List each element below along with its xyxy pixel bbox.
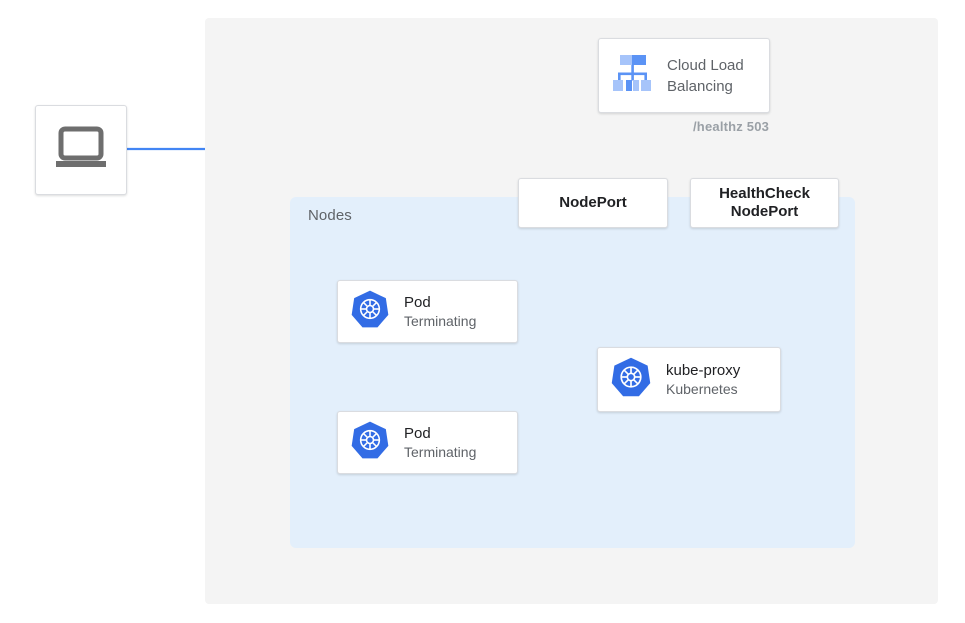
healthcheck-nodeport-box[interactable]: HealthCheck NodePort	[690, 178, 839, 228]
kube-proxy-title: kube-proxy	[666, 361, 741, 379]
client-node[interactable]	[35, 105, 127, 195]
nodeport-box[interactable]: NodePort	[518, 178, 668, 228]
nodeport-label: NodePort	[559, 194, 627, 211]
nodes-panel-label: Nodes	[308, 207, 352, 224]
kubernetes-icon	[350, 420, 390, 465]
pod-text: Pod Terminating	[404, 424, 476, 462]
kube-proxy-text: kube-proxy Kubernetes	[666, 361, 740, 399]
kubernetes-icon	[350, 289, 390, 334]
cloud-load-balancing-icon	[611, 53, 655, 98]
pod-title: Pod	[404, 293, 431, 311]
clb-title-line1: Cloud Load	[667, 56, 744, 74]
pod-title: Pod	[404, 424, 431, 442]
kube-proxy-card[interactable]: kube-proxy Kubernetes	[597, 347, 781, 412]
cloud-load-balancing-label: Cloud Load Balancing	[667, 55, 744, 97]
pod-card[interactable]: Pod Terminating	[337, 411, 518, 474]
pod-card[interactable]: Pod Terminating	[337, 280, 518, 343]
cloud-load-balancing-node[interactable]: Cloud Load Balancing	[598, 38, 770, 113]
healthcheck-label-line2: NodePort	[730, 203, 799, 220]
pod-status: Terminating	[404, 443, 477, 460]
pod-text: Pod Terminating	[404, 293, 476, 331]
kube-proxy-subtitle: Kubernetes	[666, 380, 738, 397]
healthcheck-nodeport-label: HealthCheck NodePort	[719, 185, 810, 221]
clb-title-line2: Balancing	[667, 77, 733, 95]
healthz-edge-label: /healthz 503	[693, 119, 770, 134]
kubernetes-icon	[610, 356, 652, 403]
pod-status: Terminating	[404, 312, 477, 329]
healthcheck-label-line1: HealthCheck	[719, 185, 810, 202]
laptop-icon	[54, 126, 108, 175]
